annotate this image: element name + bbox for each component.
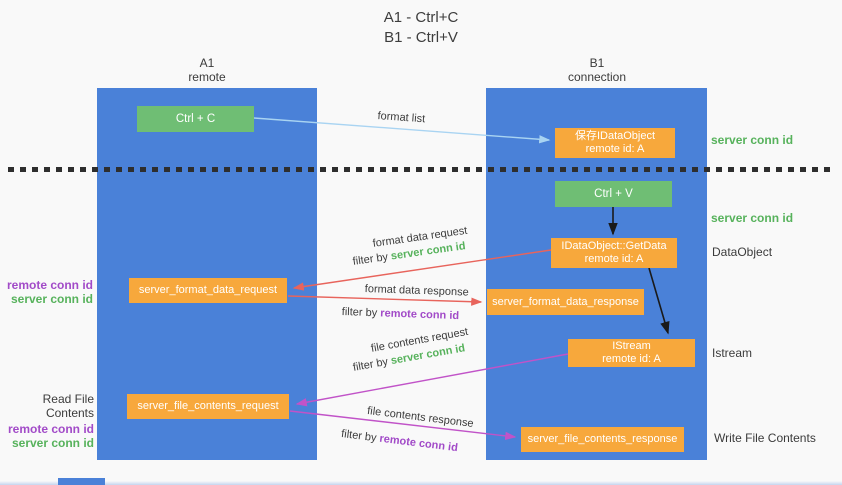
annotation-group-format-request: remote conn id server conn id	[0, 278, 93, 306]
node-idataobject-getdata: IDataObject::GetData remote id: A	[551, 238, 677, 268]
bottom-edge-tint	[0, 481, 842, 485]
node-ctrl-c-label: Ctrl + C	[175, 112, 216, 125]
arrow-label-file-contents-response-filter: filter by remote conn id	[341, 428, 459, 454]
lane-b-name: B1	[589, 56, 605, 70]
node-server-file-contents-response: server_file_contents_response	[521, 427, 684, 452]
arrow-label-format-list: format list	[377, 110, 426, 126]
title-line-1: A1 - Ctrl+C	[383, 9, 459, 26]
arrow-label-file-contents-response: file contents response	[366, 405, 475, 430]
node-ctrl-v-label: Ctrl + V	[594, 187, 633, 200]
annotation-dataobject: DataObject	[712, 245, 773, 259]
annotation-server-conn-id-1: server conn id	[711, 133, 794, 147]
node-ctrl-v: Ctrl + V	[555, 181, 672, 207]
filter-by-text: filter by	[352, 355, 393, 374]
bottom-edge-fragment	[58, 478, 105, 485]
annotation-server-conn-id: server conn id	[11, 436, 94, 450]
node-save-idataobject: 保存IDataObject remote id: A	[555, 128, 675, 158]
node-getdata-line2: remote id: A	[584, 253, 644, 265]
diagram-title: A1 - Ctrl+C B1 - Ctrl+V	[0, 8, 842, 48]
node-file-response-label: server_file_contents_response	[527, 433, 678, 445]
node-getdata-line1: IDataObject::GetData	[561, 240, 667, 252]
annotation-istream: Istream	[712, 346, 753, 360]
node-format-response-label: server_format_data_response	[492, 295, 639, 308]
arrow-label-format-data-response-filter: filter by remote conn id	[342, 306, 460, 322]
lane-a-header: A1 remote	[147, 56, 267, 84]
node-file-request-label: server_file_contents_request	[137, 400, 279, 412]
lane-a-role: remote	[188, 70, 226, 84]
node-save-idataobject-line1: 保存IDataObject	[574, 130, 656, 142]
lane-a-name: A1	[199, 56, 215, 70]
filter-by-text: filter by	[352, 250, 392, 268]
filter-by-text: filter by	[340, 428, 381, 445]
title-line-2: B1 - Ctrl+V	[384, 29, 458, 46]
annotation-remote-conn-id: remote conn id	[6, 278, 93, 292]
dotted-divider-line	[8, 167, 836, 172]
node-ctrl-c: Ctrl + C	[137, 106, 254, 132]
node-server-format-data-request: server_format_data_request	[129, 278, 287, 303]
annotation-group-file-request: Read File Contents remote conn id server…	[0, 392, 94, 450]
remote-conn-id-text: remote conn id	[378, 432, 459, 455]
node-format-request-label: server_format_data_request	[138, 284, 278, 296]
node-istream-line1: IStream	[612, 340, 651, 352]
annotation-read-file-contents: Read File Contents	[42, 392, 94, 420]
node-istream: IStream remote id: A	[568, 339, 695, 367]
node-server-format-data-response: server_format_data_response	[487, 289, 644, 315]
node-save-idataobject-line2: remote id: A	[585, 143, 645, 155]
lane-b-role: connection	[567, 70, 627, 84]
remote-conn-id-text: remote conn id	[380, 307, 460, 323]
arrow-label-format-data-response: format data response	[364, 283, 469, 299]
node-istream-line2: remote id: A	[602, 353, 661, 365]
annotation-write-file-contents: Write File Contents	[714, 431, 816, 445]
node-server-file-contents-request: server_file_contents_request	[127, 394, 289, 419]
annotation-server-conn-id-2: server conn id	[711, 211, 794, 225]
annotation-remote-conn-id: remote conn id	[7, 422, 94, 436]
filter-by-text: filter by	[341, 306, 381, 320]
annotation-server-conn-id: server conn id	[10, 292, 93, 306]
lane-b-header: B1 connection	[537, 56, 657, 84]
